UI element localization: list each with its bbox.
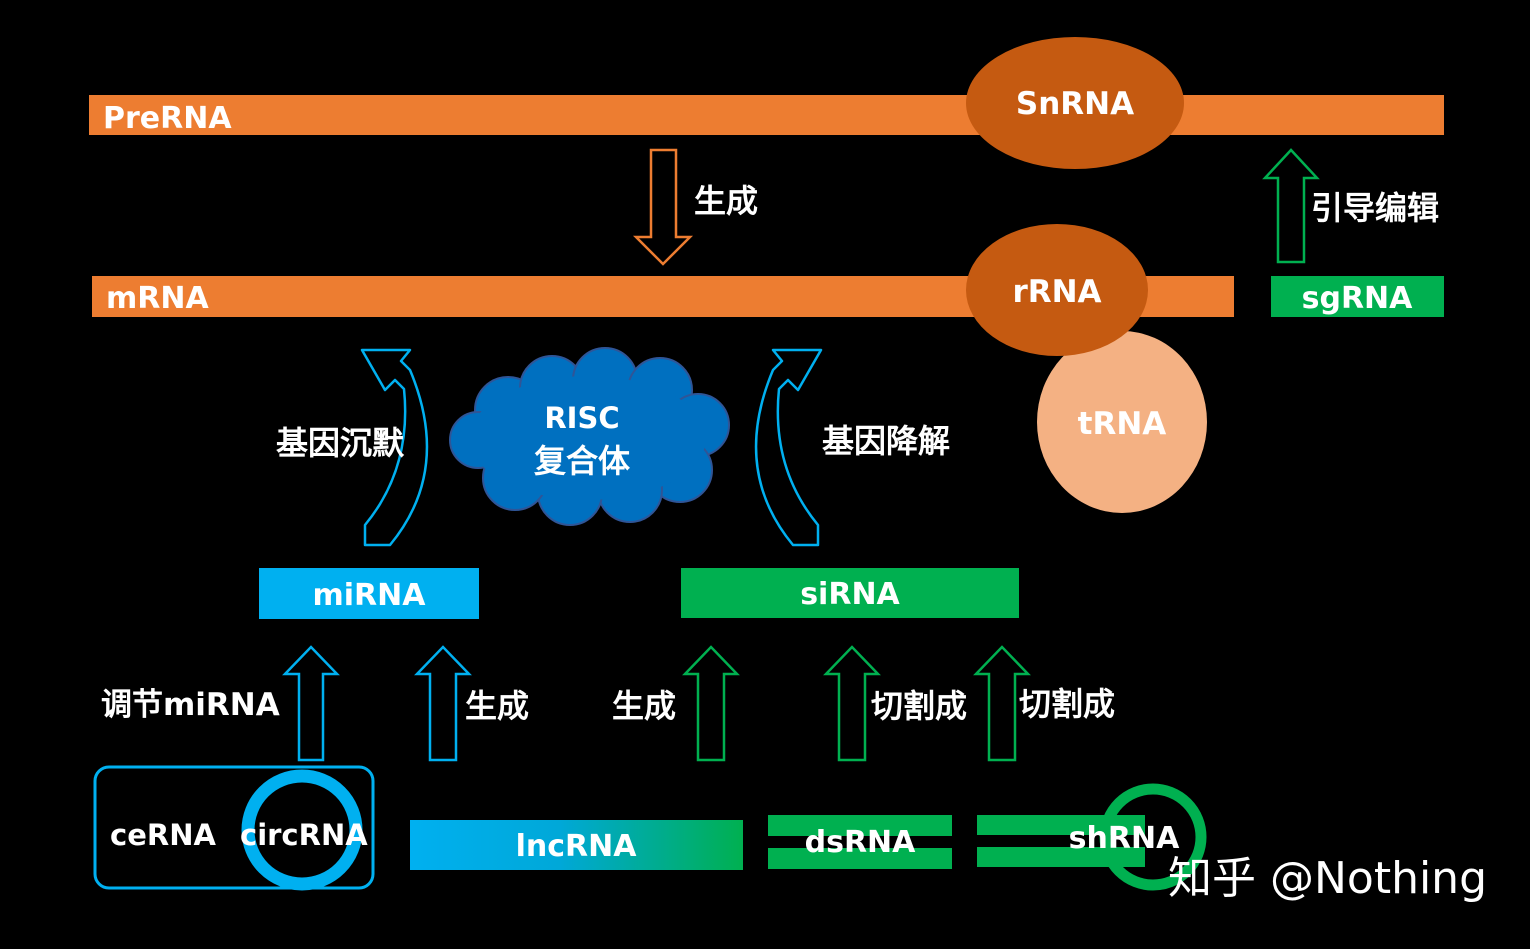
sgrna-to-prerna-label: 引导编辑: [1311, 189, 1439, 227]
lncrna-to-mirna-arrow: [414, 645, 472, 762]
sirna-label: siRNA: [800, 577, 900, 612]
lncrna-to-mirna-label: 生成: [465, 687, 529, 725]
shrna-loop: [1099, 783, 1207, 891]
rrna-ellipse: [966, 224, 1148, 356]
prerna-bar: [89, 95, 1444, 135]
mirna-box: [259, 568, 479, 619]
mirna-to-mrna-label: 基因沉默: [276, 424, 405, 462]
watermark: 知乎 @Nothing: [1168, 853, 1487, 904]
cerna-label: ceRNA: [110, 818, 216, 852]
lncrna-to-sirna-arrow: [682, 645, 740, 762]
snrna-label: SnRNA: [1016, 86, 1134, 122]
prerna-to-mrna-label: 生成: [694, 182, 758, 220]
dsrna-label: dsRNA: [805, 825, 917, 860]
shrna-to-sirna-label: 切割成: [1019, 685, 1115, 723]
circrna-to-mirna-label: 调节miRNA: [101, 687, 280, 723]
dsrna-to-sirna-arrow: [823, 645, 881, 762]
sirna-to-mrna-label: 基因降解: [822, 422, 950, 460]
lncrna-bar: [410, 820, 743, 870]
trna-circle: [1037, 331, 1207, 513]
cerna-circrna-frame: [93, 765, 375, 890]
mirna-label: miRNA: [313, 578, 427, 613]
lncrna-to-sirna-label: 生成: [612, 687, 676, 725]
sgrna-to-prerna-arrow: [1262, 148, 1320, 264]
trna-label: tRNA: [1078, 406, 1167, 442]
risc-label-line2: 复合体: [534, 442, 630, 480]
snrna-ellipse: [966, 37, 1184, 169]
dsrna-strand-bottom: [768, 848, 952, 869]
sgrna-label: sgRNA: [1302, 281, 1414, 316]
lncrna-label: lncRNA: [516, 829, 638, 864]
risc-label-line1: RISC: [544, 401, 619, 435]
sgrna-box: [1271, 276, 1444, 317]
sirna-box: [681, 568, 1019, 618]
dsrna-to-sirna-label: 切割成: [871, 687, 967, 725]
mirna-to-mrna-curved-arrow: [360, 348, 429, 547]
mrna-label: mRNA: [106, 281, 209, 316]
risc-cloud-body: [470, 376, 706, 500]
circrna-ring: [241, 769, 363, 891]
prerna-to-mrna-arrow: [632, 148, 694, 266]
shrna-to-sirna-arrow: [973, 645, 1031, 762]
shrna-label: shRNA: [1069, 821, 1180, 856]
dsrna-strand-top: [768, 815, 952, 836]
sirna-to-mrna-curved-arrow: [754, 348, 823, 547]
circrna-label: circRNA: [240, 818, 368, 852]
circrna-to-mirna-arrow: [282, 645, 340, 762]
prerna-label: PreRNA: [103, 101, 232, 136]
rrna-label: rRNA: [1012, 274, 1101, 310]
